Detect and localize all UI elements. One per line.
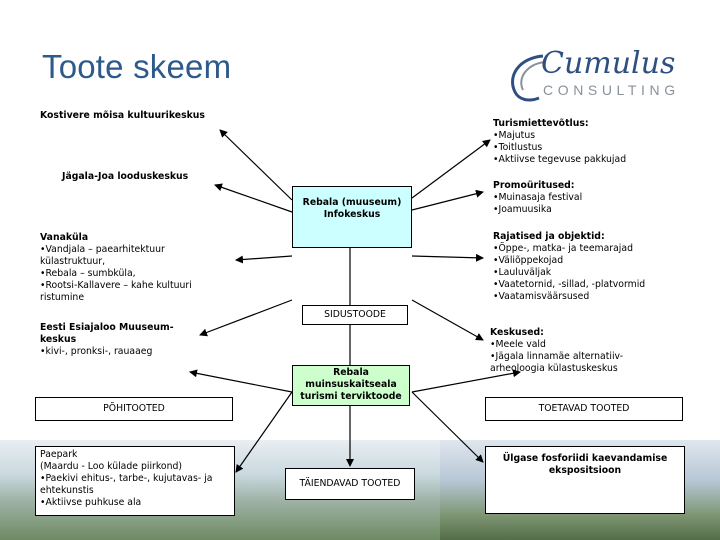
arrow-to-rajatised	[411, 253, 484, 262]
promo-block: Promoüritused: Muinasaja festival Joamuu…	[493, 180, 582, 216]
sidustoode-box: SIDUSTOODE	[302, 305, 408, 325]
logo-wordmark: Cumulus	[541, 46, 676, 81]
ulgase-label: Ülgase fosforiidi kaevandamise eksposits…	[502, 453, 668, 476]
cumulus-logo: Cumulus CONSULTING	[505, 46, 690, 106]
eesti-block: Eesti Esiajaloo Muuseum-keskus kivi-, pr…	[40, 322, 200, 358]
toetavad-label: TOETAVAD TOOTED	[538, 403, 630, 414]
turismi-item: Majutus	[493, 130, 626, 142]
ulgase-box: Ülgase fosforiidi kaevandamise eksposits…	[485, 446, 685, 514]
toetavad-box: TOETAVAD TOOTED	[485, 397, 683, 421]
arrow-to-vanakula	[235, 255, 293, 264]
arrow-to-pohitooted	[189, 369, 293, 393]
eesti-item: kivi-, pronksi-, rauaaeg	[40, 346, 200, 358]
kostivere-label: Kostivere mõisa kultuurikeskus	[40, 110, 205, 121]
vanakula-item: Vandjala – paearhitektuur külastruktuur,	[40, 244, 232, 268]
keskused-item: Meele vald	[490, 339, 650, 351]
rajatised-item: Lauluväljak	[493, 267, 645, 279]
paepark-title: Paepark	[40, 449, 78, 460]
paepark-subtitle: (Maardu - Loo külade piirkond)	[40, 461, 183, 472]
vanakula-item: Rebala – sumbküla,	[40, 268, 232, 280]
promo-item: Muinasaja festival	[493, 192, 582, 204]
arrow-to-promo	[411, 189, 484, 211]
rajatised-item: Õppe-, matka- ja teemarajad	[493, 243, 645, 255]
keskused-block: Keskused: Meele vald Jägala linnamäe alt…	[490, 327, 650, 375]
vanakula-block: Vanaküla Vandjala – paearhitektuur külas…	[40, 232, 232, 304]
paepark-item: Aktiivse puhkuse ala	[40, 497, 230, 509]
rebala-muinsus-label: Rebala muinsuskaitseala turismi tervikto…	[300, 367, 402, 402]
paepark-item: Paekivi ehitus-, tarbe-, kujutavas- ja e…	[40, 473, 230, 497]
vanakula-item: Rootsi-Kallavere – kahe kultuuri ristumi…	[40, 280, 232, 304]
rebala-infokeskus-box: Rebala (muuseum) Infokeskus	[292, 186, 412, 248]
arrow-to-paepark	[235, 391, 293, 473]
keskused-item: Jägala linnamäe alternatiiv-arheoloogia …	[490, 351, 650, 375]
logo-swoosh-icon	[511, 54, 546, 102]
logo-subtitle: CONSULTING	[543, 82, 680, 98]
sidustoode-label: SIDUSTOODE	[324, 309, 386, 320]
tainendavad-label: TÄIENDAVAD TOOTED	[299, 478, 401, 489]
eesti-title: Eesti Esiajaloo Muuseum-keskus	[40, 322, 174, 345]
rajatised-item: Vaatetornid, -sillad, -platvormid	[493, 279, 645, 291]
arrow-to-keskused	[411, 299, 484, 341]
tainendavad-box: TÄIENDAVAD TOOTED	[285, 468, 415, 500]
rajatised-item: Väliõppekojad	[493, 255, 645, 267]
keskused-title: Keskused:	[490, 327, 544, 338]
promo-title: Promoüritused:	[493, 180, 575, 191]
jagala-label: Jägala-Joa looduskeskus	[62, 171, 189, 182]
rajatised-item: Vaatamisväärsused	[493, 291, 645, 303]
rajatised-block: Rajatised ja objektid: Õppe-, matka- ja …	[493, 231, 645, 303]
turismi-item: Aktiivse tegevuse pakkujad	[493, 154, 626, 166]
turismi-block: Turismiettevõtlus: Majutus Toitlustus Ak…	[493, 118, 626, 166]
turismi-item: Toitlustus	[493, 142, 626, 154]
pohitooted-box: PÕHITOOTED	[35, 397, 233, 421]
arrow-to-ulgase	[411, 391, 484, 463]
arrow-to-jagala	[214, 183, 293, 213]
rajatised-title: Rajatised ja objektid:	[493, 231, 605, 242]
rebala-infokeskus-label: Rebala (muuseum) Infokeskus	[302, 197, 402, 220]
arrow-to-toetavad	[411, 369, 521, 393]
arrow-to-eesti	[199, 299, 293, 337]
arrow-to-kostivere	[219, 129, 293, 201]
page-title: Toote skeem	[42, 48, 232, 85]
turismi-title: Turismiettevõtlus:	[493, 118, 589, 129]
arrow-to-turismi	[411, 139, 491, 199]
pohitooted-label: PÕHITOOTED	[103, 403, 165, 414]
rebala-muinsus-box: Rebala muinsuskaitseala turismi tervikto…	[292, 365, 410, 406]
promo-item: Joamuusika	[493, 204, 582, 216]
vanakula-title: Vanaküla	[40, 232, 89, 243]
paepark-box: Paepark (Maardu - Loo külade piirkond) P…	[35, 446, 235, 516]
